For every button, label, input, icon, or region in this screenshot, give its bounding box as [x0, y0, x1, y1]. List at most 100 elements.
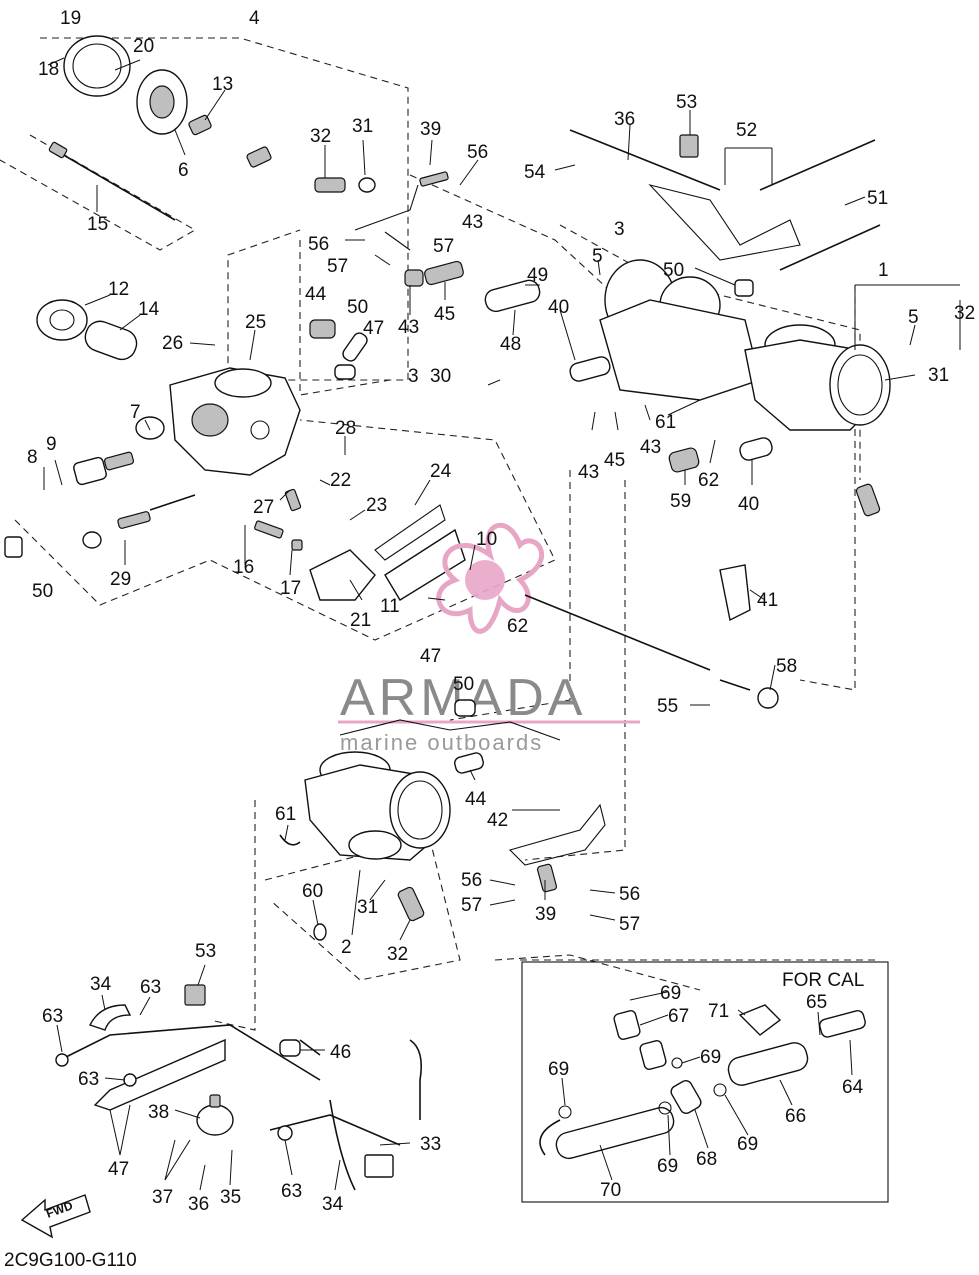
sleeve-part	[84, 320, 138, 361]
callout-25: 25	[245, 312, 266, 333]
callout-26: 26	[162, 333, 183, 354]
callout-40-right: 40	[738, 494, 759, 515]
callout-59: 59	[670, 491, 691, 512]
callout-43-far: 43	[640, 437, 661, 458]
lower-left-fuel-line-group	[55, 984, 423, 1191]
callout-69-right: 69	[737, 1134, 758, 1155]
callout-29: 29	[110, 569, 131, 590]
callout-57-left: 57	[327, 256, 348, 277]
callout-60: 60	[302, 881, 323, 902]
callout-66: 66	[785, 1106, 806, 1127]
callout-14: 14	[138, 299, 160, 320]
cap-part-50	[4, 536, 23, 558]
callout-27: 27	[253, 497, 274, 518]
callout-5-right: 5	[908, 307, 919, 328]
upper-right-carburetor-group	[404, 129, 891, 709]
upper-left-carburetor-group	[4, 35, 466, 601]
callout-56-top: 56	[467, 142, 488, 163]
watermark-brand-text: ARMADA	[340, 669, 586, 727]
diaphragm-part	[36, 299, 88, 341]
callout-57-mid2: 57	[461, 895, 482, 916]
callout-20: 20	[133, 36, 154, 57]
callout-23: 23	[366, 495, 387, 516]
part-code-label: 2C9G100-G110	[4, 1250, 137, 1271]
watermark-tagline-text: marine outboards	[340, 730, 543, 755]
callout-44-top: 44	[305, 284, 327, 305]
callout-65: 65	[806, 992, 827, 1013]
for-cal-title: FOR CAL	[782, 970, 864, 991]
callout-19: 19	[60, 8, 81, 29]
float-bowl-part	[309, 549, 376, 601]
callout-12: 12	[108, 279, 129, 300]
callout-63-left: 63	[42, 1006, 63, 1027]
callout-51: 51	[867, 188, 888, 209]
callout-15: 15	[87, 214, 108, 235]
callout-3-top: 3	[614, 219, 625, 240]
callout-41: 41	[757, 590, 778, 611]
callout-13: 13	[212, 74, 233, 95]
callout-62-watermark: 62	[507, 616, 528, 637]
callout-7: 7	[130, 402, 141, 423]
callout-50-right: 50	[663, 260, 684, 281]
callout-47-bottom: 47	[108, 1159, 129, 1180]
callout-4: 4	[249, 8, 260, 29]
callout-48: 48	[500, 334, 521, 355]
callout-71: 71	[708, 1001, 729, 1022]
callout-44-mid: 44	[465, 789, 487, 810]
callout-38: 38	[148, 1102, 169, 1123]
callout-53-top: 53	[676, 92, 697, 113]
callout-42: 42	[487, 810, 508, 831]
callout-22: 22	[330, 470, 351, 491]
callout-36-bottom: 36	[188, 1194, 209, 1215]
callout-70: 70	[600, 1180, 621, 1201]
callout-49: 49	[527, 265, 548, 286]
callout-47-top: 47	[363, 318, 384, 339]
callout-68: 68	[696, 1149, 717, 1170]
callout-2: 2	[341, 937, 352, 958]
callout-63-bottom: 63	[281, 1181, 302, 1202]
callout-69-top: 69	[660, 983, 681, 1004]
callout-50-top: 50	[347, 297, 368, 318]
watermark-logo: ARMADA marine outboards	[338, 522, 640, 755]
callout-39-mid: 39	[535, 904, 556, 925]
callout-28: 28	[335, 418, 356, 439]
callout-32-mid: 32	[387, 944, 408, 965]
callout-17: 17	[280, 578, 301, 599]
callout-34-top: 34	[90, 974, 112, 995]
callout-61-top: 61	[655, 412, 676, 433]
callout-54: 54	[524, 162, 546, 183]
assembly-outlines	[0, 37, 880, 1031]
callout-52: 52	[736, 120, 757, 141]
callout-1: 1	[878, 260, 889, 281]
callout-37: 37	[152, 1187, 173, 1208]
top-cover-part	[63, 35, 131, 97]
callout-64: 64	[842, 1077, 864, 1098]
callout-36-top: 36	[614, 109, 635, 130]
callout-46: 46	[330, 1042, 351, 1063]
callout-16: 16	[233, 557, 254, 578]
callout-50-mid: 50	[453, 674, 474, 695]
callout-10: 10	[476, 529, 497, 550]
callout-31-mid: 31	[357, 897, 378, 918]
callout-33: 33	[420, 1134, 441, 1155]
callout-40-top: 40	[548, 297, 569, 318]
callout-32: 32	[310, 126, 331, 147]
bracket-53-part	[679, 134, 699, 158]
callout-57-right: 57	[619, 914, 640, 935]
callout-18: 18	[38, 59, 59, 80]
callout-45-top: 45	[434, 304, 455, 325]
callout-35: 35	[220, 1187, 241, 1208]
callout-43-right: 43	[578, 462, 599, 483]
callout-9: 9	[46, 434, 57, 455]
callout-53-bottom: 53	[195, 941, 216, 962]
callout-31: 31	[352, 116, 373, 137]
callout-30: 30	[430, 366, 451, 387]
middle-carburetor-group	[279, 699, 606, 941]
callout-labels: 19 18 20 4 13 6 15 12 14 26 25 7 8 9 29 …	[27, 8, 975, 1215]
callout-43-left: 43	[398, 317, 419, 338]
bracket-53-lower-part	[184, 984, 206, 1006]
callout-5-left: 5	[592, 246, 603, 267]
callout-8: 8	[27, 447, 38, 468]
callout-31-right: 31	[928, 365, 949, 386]
